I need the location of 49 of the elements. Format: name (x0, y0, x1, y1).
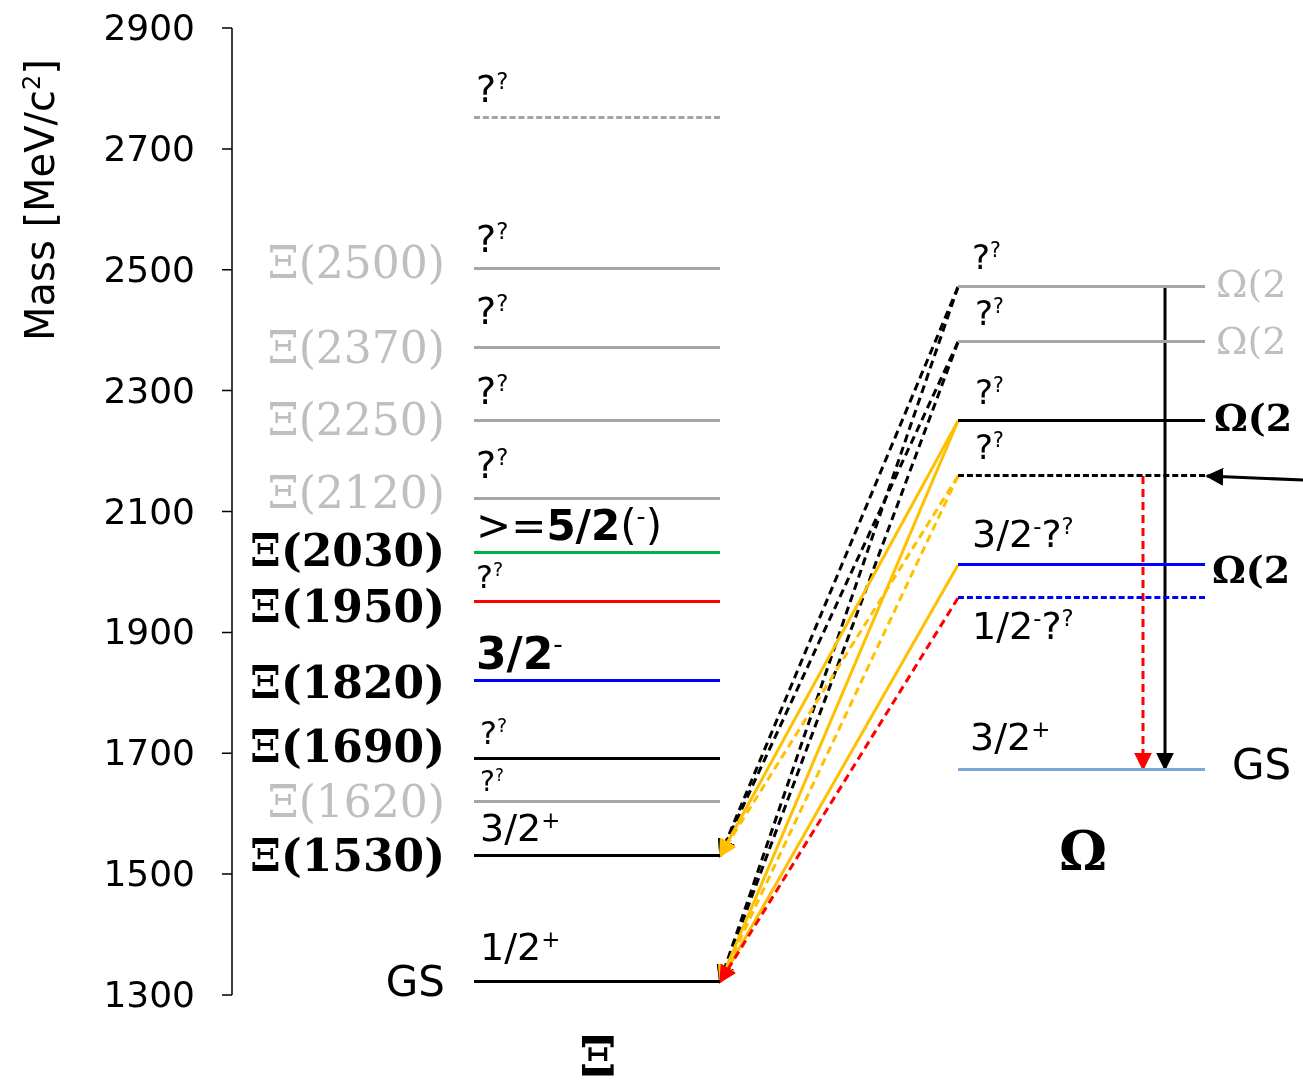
spin-parity-label: ?$^{?}$ (480, 715, 508, 751)
spin-parity-label: ?$^{?}$ (480, 765, 504, 799)
spin-parity-label: ?$^{?}$ (476, 68, 509, 112)
tick-label: 2100 (103, 491, 195, 532)
transition-arrow (1156, 287, 1174, 771)
spin-parity-label: >=5/2($^{-}$) (476, 502, 663, 550)
spin-parity-label: 3/2$^{+}$ (970, 716, 1051, 760)
tick-label: 1500 (103, 854, 195, 894)
state-name: Ξ(2500) (267, 238, 445, 288)
state-name: Ξ(2370) (267, 323, 445, 373)
spin-parity-label: ?$^{?}$ (975, 429, 1004, 467)
state-name: Ξ(1530) (249, 831, 445, 881)
tick-label: 2500 (103, 249, 195, 290)
tick-label: 2700 (103, 129, 195, 169)
tick-label: 2900 (103, 8, 195, 48)
transition-arrow (1134, 476, 1152, 771)
state-name: Ω(2 (1214, 397, 1293, 439)
state-name: Ξ(1820) (249, 658, 445, 708)
spin-parity-label: ?$^{?}$ (975, 295, 1004, 333)
column-label: Ω (1058, 822, 1108, 882)
state-name: Ω(2 (1216, 264, 1287, 306)
transition-arrow (1205, 467, 1303, 486)
spin-parity-label: 3/2$^{-}$ (476, 629, 563, 679)
tick-label: 1700 (103, 733, 195, 774)
ground-state-label: GS (385, 958, 445, 1006)
state-name: Ξ(2030) (249, 526, 445, 576)
spin-parity-label: ?$^{?}$ (476, 290, 509, 334)
spin-parity-label: 1/2$^{-}$?$^{?}$ (972, 605, 1074, 649)
state-name: Ξ(1620) (267, 777, 445, 827)
ground-state-label: GS (1232, 741, 1292, 789)
column-label: Ξ (579, 1028, 617, 1084)
state-name: Ξ(2120) (267, 468, 445, 518)
spin-parity-label: ?$^{?}$ (476, 444, 509, 488)
spin-parity-label: ?$^{?}$ (972, 239, 1001, 277)
spin-parity-label: ?$^{?}$ (476, 559, 504, 595)
state-name: Ξ(2250) (267, 395, 445, 445)
state-name: Ξ(1690) (249, 722, 445, 772)
state-name: Ω(2 (1216, 321, 1287, 363)
spin-parity-label: 3/2$^{+}$ (480, 807, 561, 851)
spin-parity-label: 1/2$^{+}$ (480, 926, 561, 970)
spin-parity-label: ?$^{?}$ (476, 370, 509, 414)
spin-parity-label: ?$^{?}$ (975, 374, 1004, 412)
tick-label: 1300 (103, 975, 195, 1015)
tick-label: 2300 (103, 370, 195, 411)
spin-parity-label: 3/2$^{-}$?$^{?}$ (972, 513, 1074, 557)
state-name: Ω(2 (1212, 549, 1291, 591)
spin-parity-label: ?$^{?}$ (476, 218, 509, 262)
tick-label: 1900 (103, 612, 195, 653)
state-name: Ξ(1950) (249, 582, 445, 632)
